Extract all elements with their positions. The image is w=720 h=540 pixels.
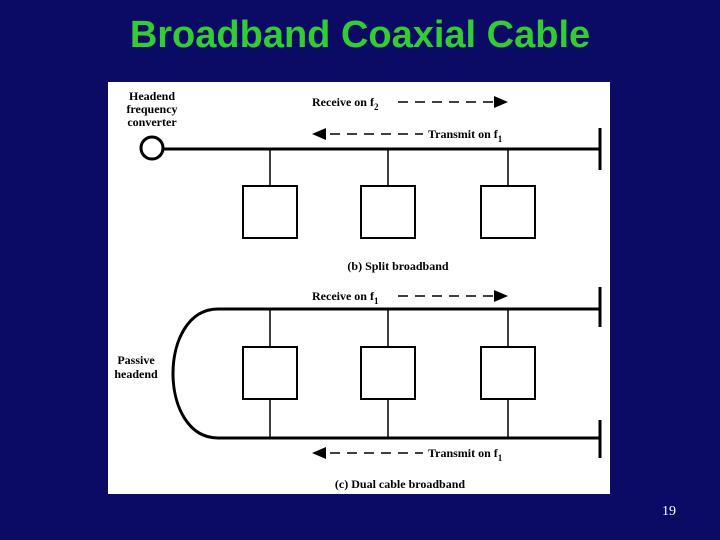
dual-cable-diagram: Receive on f1 Passive headend	[114, 287, 602, 491]
dual-receive-arrowhead	[494, 290, 508, 302]
dual-station-1	[242, 346, 298, 400]
headend-label-line-2: frequency	[126, 102, 177, 116]
headend-label-line-1: Headend	[129, 89, 175, 103]
network-diagram: Headend frequency converter Receive on f…	[108, 82, 610, 494]
split-broadband-diagram: Headend frequency converter Receive on f…	[126, 89, 602, 273]
split-station-2	[360, 185, 416, 239]
dual-receive-label: Receive on f1	[312, 289, 379, 306]
passive-headend-label-line-2: headend	[114, 367, 158, 381]
dual-cable-loop	[171, 307, 600, 440]
dual-transmit-label: Transmit on f1	[428, 446, 503, 463]
headend-converter-circle	[139, 135, 165, 161]
split-transmit-label: Transmit on f1	[428, 127, 503, 144]
dual-station-2	[360, 346, 416, 400]
headend-label-line-3: converter	[127, 115, 177, 129]
slide-title: Broadband Coaxial Cable	[129, 14, 591, 56]
page-number: 19	[662, 504, 676, 519]
split-broadband-caption: (b) Split broadband	[347, 259, 448, 273]
dual-transmit-arrowhead	[312, 447, 326, 459]
passive-headend-label-line-1: Passive	[117, 353, 155, 367]
split-transmit-arrowhead	[312, 128, 326, 140]
split-receive-label: Receive on f2	[312, 95, 379, 112]
split-station-3	[480, 185, 536, 239]
dual-cable-caption: (c) Dual cable broadband	[335, 477, 465, 491]
split-receive-arrowhead	[494, 96, 508, 108]
dual-station-3	[480, 346, 536, 400]
split-station-1	[242, 185, 298, 239]
